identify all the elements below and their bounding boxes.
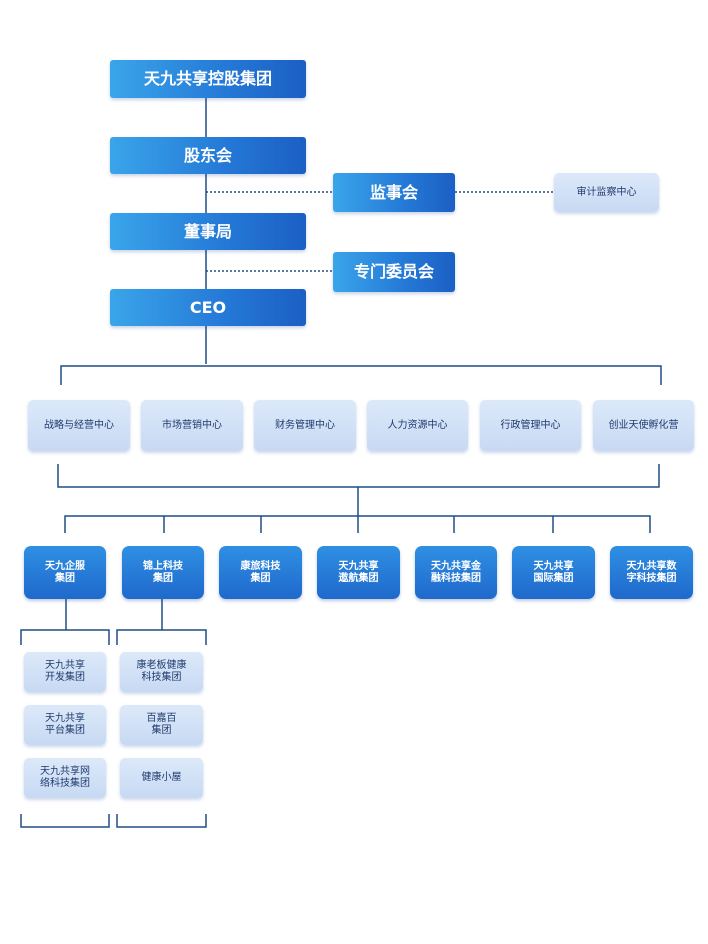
jinshang-child-baijiabai: 百嘉百 集团 bbox=[120, 705, 203, 745]
dept-marketing: 市场营销中心 bbox=[141, 400, 243, 451]
dept-strategy: 战略与经营中心 bbox=[28, 400, 130, 451]
dept-admin: 行政管理中心 bbox=[480, 400, 581, 451]
sub-fintech: 天九共享金 融科技集团 bbox=[415, 546, 497, 599]
supervisory-box: 监事会 bbox=[333, 173, 455, 212]
dept-incubator: 创业天使孵化营 bbox=[593, 400, 694, 451]
sub-qifu: 天九企服 集团 bbox=[24, 546, 106, 599]
dept-hr: 人力资源中心 bbox=[367, 400, 468, 451]
sub-kanglv: 康旅科技 集团 bbox=[219, 546, 302, 599]
jinshang-child-health-cabin: 健康小屋 bbox=[120, 758, 203, 798]
ceo-box: CEO bbox=[110, 289, 306, 326]
group-box: 天九共享控股集团 bbox=[110, 60, 306, 98]
qifu-child-development: 天九共享 开发集团 bbox=[24, 652, 106, 692]
dept-finance: 财务管理中心 bbox=[254, 400, 356, 451]
qifu-child-network: 天九共享网 络科技集团 bbox=[24, 758, 106, 798]
jinshang-child-health-tech: 康老板健康 科技集团 bbox=[120, 652, 203, 692]
committee-box: 专门委员会 bbox=[333, 252, 455, 292]
audit-box: 审计监察中心 bbox=[554, 173, 659, 212]
shareholders-box: 股东会 bbox=[110, 137, 306, 174]
qifu-child-platform: 天九共享 平台集团 bbox=[24, 705, 106, 745]
sub-jinshang: 锦上科技 集团 bbox=[122, 546, 204, 599]
sub-aohang: 天九共享 遨航集团 bbox=[317, 546, 400, 599]
sub-international: 天九共享 国际集团 bbox=[512, 546, 595, 599]
sub-digital: 天九共享数 字科技集团 bbox=[610, 546, 693, 599]
board-box: 董事局 bbox=[110, 213, 306, 250]
